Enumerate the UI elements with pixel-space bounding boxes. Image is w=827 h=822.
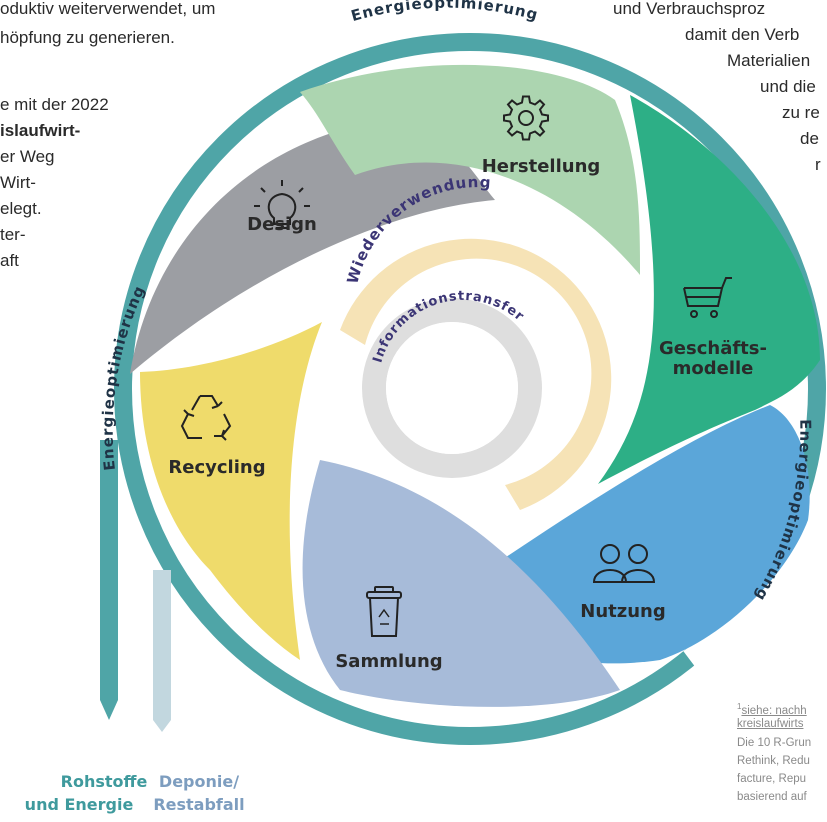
right-text-line-6: de	[800, 129, 819, 148]
outer-ring	[114, 33, 826, 745]
footnote-line-1: 1siehe: nachh	[737, 702, 807, 717]
label-rohstoffe-2: und Energie	[25, 795, 134, 814]
shopping-cart-icon	[683, 277, 732, 318]
left-text-line-9: aft	[0, 251, 19, 270]
segment-herstellung	[300, 64, 640, 275]
users-icon	[592, 544, 656, 583]
label-herstellung: Herstellung	[482, 156, 601, 177]
left-text-line-8: ter-	[0, 225, 26, 244]
footnote-line-2: kreislaufwirts	[737, 718, 804, 730]
left-text-line-4: islaufwirt-	[0, 121, 81, 140]
segment-recycling	[140, 322, 322, 660]
left-text-line-6: Wirt-	[0, 173, 36, 192]
gear-icon	[503, 95, 549, 141]
right-text-line-3: Materialien	[727, 51, 811, 70]
left-text-line-1: oduktiv weiterverwendet, um	[0, 0, 216, 18]
label-design: Design	[247, 214, 317, 235]
information-ring	[362, 298, 542, 478]
label-rohstoffe-1: Rohstoffe	[61, 772, 148, 791]
deponie-bar	[153, 570, 171, 732]
segment-geschaeftsmodelle	[598, 95, 820, 484]
left-text-line-3: e mit der 2022	[0, 95, 109, 114]
ring-label-top: Energieoptimierung	[349, 0, 541, 25]
label-recycling: Recycling	[168, 457, 265, 478]
footnote-line-6: basierend auf	[737, 791, 807, 803]
right-text-line-2: damit den Verb	[685, 25, 800, 44]
lightbulb-icon	[254, 180, 310, 229]
segment-design	[130, 118, 495, 374]
right-text-line-5: zu re	[782, 103, 820, 122]
right-text-line-1: und Verbrauchsproz	[613, 0, 766, 18]
label-geschaeftsmodelle-2: modelle	[673, 358, 754, 379]
right-text-line-4: und die	[760, 77, 816, 96]
left-text-line-7: elegt.	[0, 199, 42, 218]
segment-sammlung	[302, 460, 620, 707]
left-text-line-5: er Weg	[0, 147, 55, 166]
label-nutzung: Nutzung	[580, 601, 665, 622]
left-text-line-2: höpfung zu generieren.	[0, 28, 175, 47]
label-deponie-1: Deponie/	[159, 772, 239, 791]
label-geschaeftsmodelle-1: Geschäfts-	[659, 338, 767, 359]
footnote-line-5: facture, Repu	[737, 773, 807, 785]
recycling-bin-icon	[366, 586, 402, 637]
recycle-icon	[180, 395, 232, 441]
footnote-line-4: Rethink, Redu	[737, 755, 810, 767]
label-deponie-2: Restabfall	[153, 795, 244, 814]
right-text-line-7: r	[815, 155, 821, 174]
center-disc	[386, 322, 518, 454]
ring-tail-rohstoffe	[100, 440, 118, 720]
label-sammlung: Sammlung	[335, 651, 442, 672]
footnote-line-3: Die 10 R-Grun	[737, 737, 812, 749]
